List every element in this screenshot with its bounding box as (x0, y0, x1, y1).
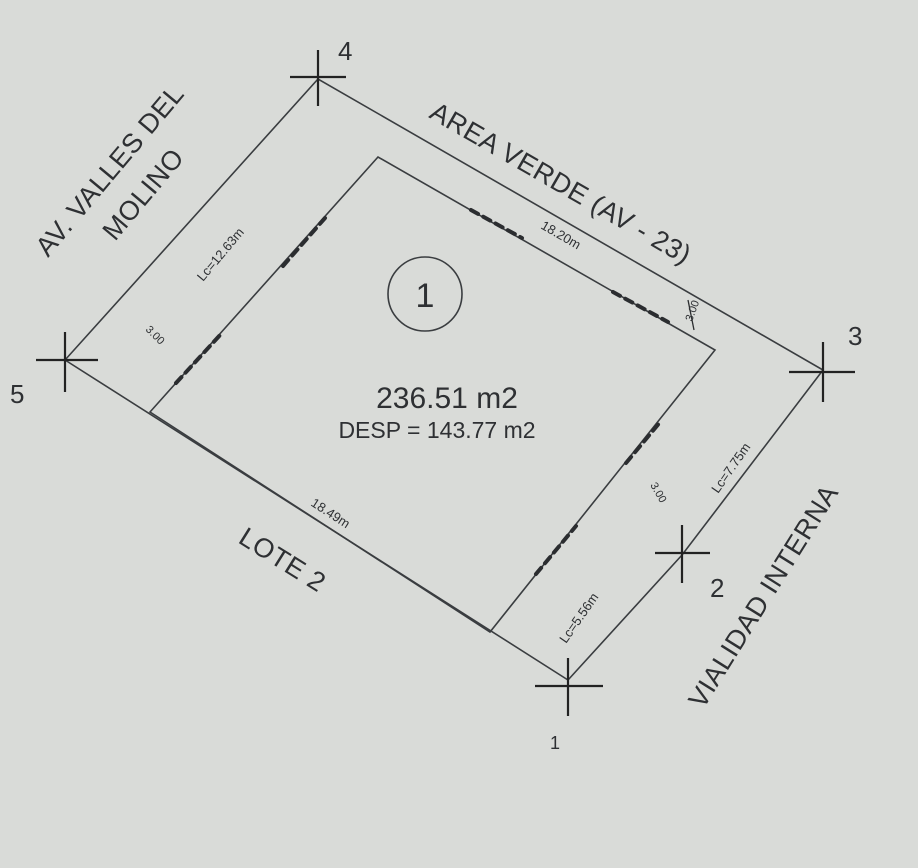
lot-area: 236.51 m2 (376, 382, 518, 415)
dim-side-4-5: Lc=12.63m (194, 225, 247, 284)
dim-setback-left: 3.00 (143, 324, 167, 348)
setback-tick (687, 299, 695, 331)
vertex-5: 5 (10, 379, 24, 409)
dim-side-4-3: 18.20m (539, 218, 584, 253)
vertex-3: 3 (848, 321, 862, 351)
lot-number-circle (387, 256, 463, 332)
lot-desp: DESP = 143.77 m2 (338, 417, 535, 443)
lote-2-label: LOTE 2 (234, 522, 331, 598)
vertex-1: 1 (550, 733, 560, 753)
vertex-crosses (36, 50, 855, 716)
lot-boundary (64, 77, 825, 682)
area-verde-label: AREA VERDE (AV - 23) (425, 96, 696, 270)
setback-marks (174, 208, 670, 576)
dim-side-5-1: 18.49m (308, 495, 353, 531)
vertex-2: 2 (710, 573, 724, 603)
dim-setback-right: 3.00 (647, 481, 668, 506)
vialidad-interna-label: VIALIDAD INTERNA (683, 479, 845, 713)
dim-side-3-2: Lc=7.75m (708, 440, 753, 496)
dim-setback-top: 3.00 (684, 299, 703, 323)
vertex-4: 4 (338, 36, 352, 66)
lot-number: 1 (416, 277, 435, 315)
dim-side-2-1: Lc=5.56m (556, 590, 601, 646)
